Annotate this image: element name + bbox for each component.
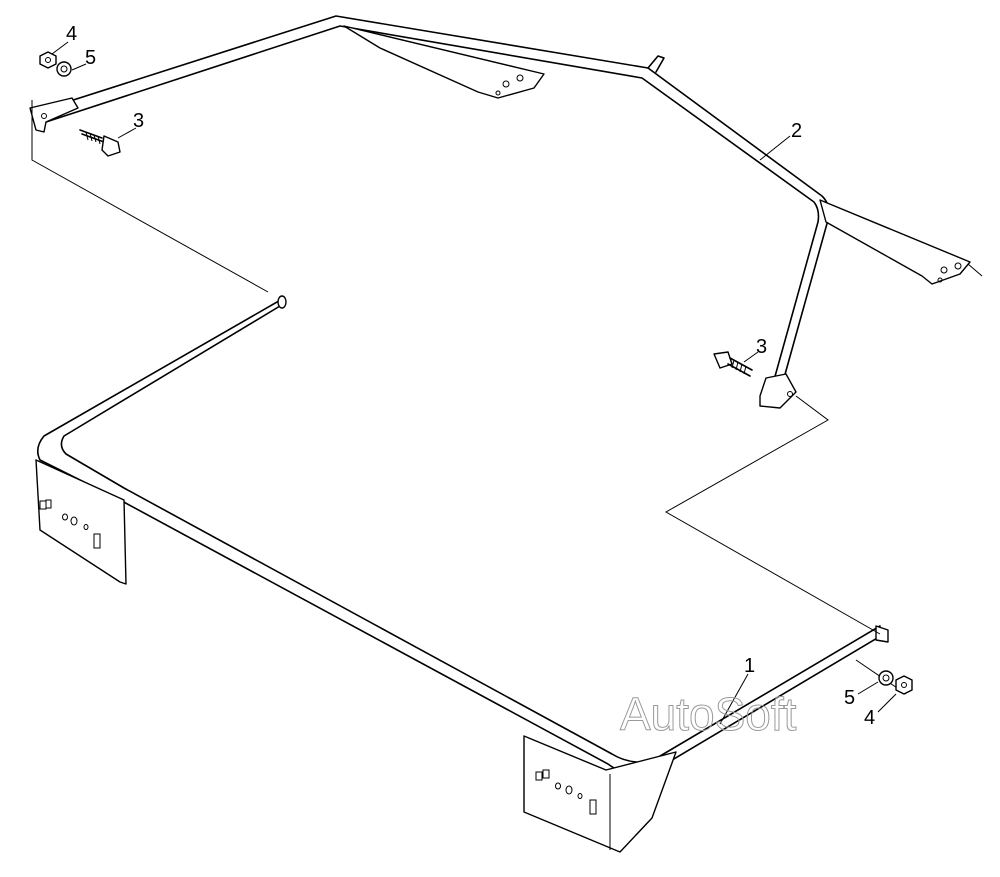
lower-frame (35, 295, 889, 853)
bolt-left (79, 129, 121, 157)
washer-top (56, 61, 72, 77)
leader-lines (51, 41, 897, 725)
callout-frame: 1 (744, 655, 755, 677)
callout-upper-bar: 2 (791, 120, 802, 142)
watermark: AutoSoft (620, 688, 797, 740)
callout-bolt-right: 3 (756, 336, 767, 358)
upper-bar (29, 15, 983, 409)
callout-washer-bottom: 5 (844, 687, 855, 709)
nut-bottom (895, 675, 913, 695)
bolt-right (713, 351, 753, 377)
callout-nut-bottom: 4 (864, 707, 875, 729)
callout-bolt-left: 3 (133, 110, 144, 132)
callout-washer-top: 5 (85, 47, 96, 69)
washer-bottom (878, 670, 894, 686)
callout-nut-top: 4 (66, 23, 77, 45)
nut-top (39, 51, 57, 69)
